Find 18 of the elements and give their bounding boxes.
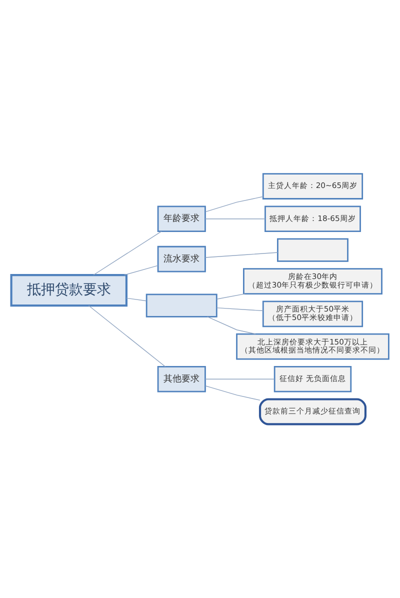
connector — [205, 196, 264, 212]
connector — [93, 231, 162, 276]
connector — [88, 305, 166, 367]
node-box: 其他要求 — [157, 366, 206, 392]
connector — [216, 294, 246, 300]
connector — [216, 307, 264, 312]
connector — [204, 218, 266, 220]
connector — [126, 298, 147, 302]
node-box — [146, 294, 218, 318]
connector — [204, 252, 278, 258]
node-box — [277, 238, 348, 262]
connector — [204, 378, 275, 380]
connector — [206, 316, 256, 334]
connector — [205, 386, 260, 401]
node-box: 年龄要求 — [157, 206, 206, 232]
node-box: 抵押贷款要求 — [10, 274, 128, 307]
connector — [124, 265, 158, 276]
node-box: 流水要求 — [157, 246, 206, 272]
